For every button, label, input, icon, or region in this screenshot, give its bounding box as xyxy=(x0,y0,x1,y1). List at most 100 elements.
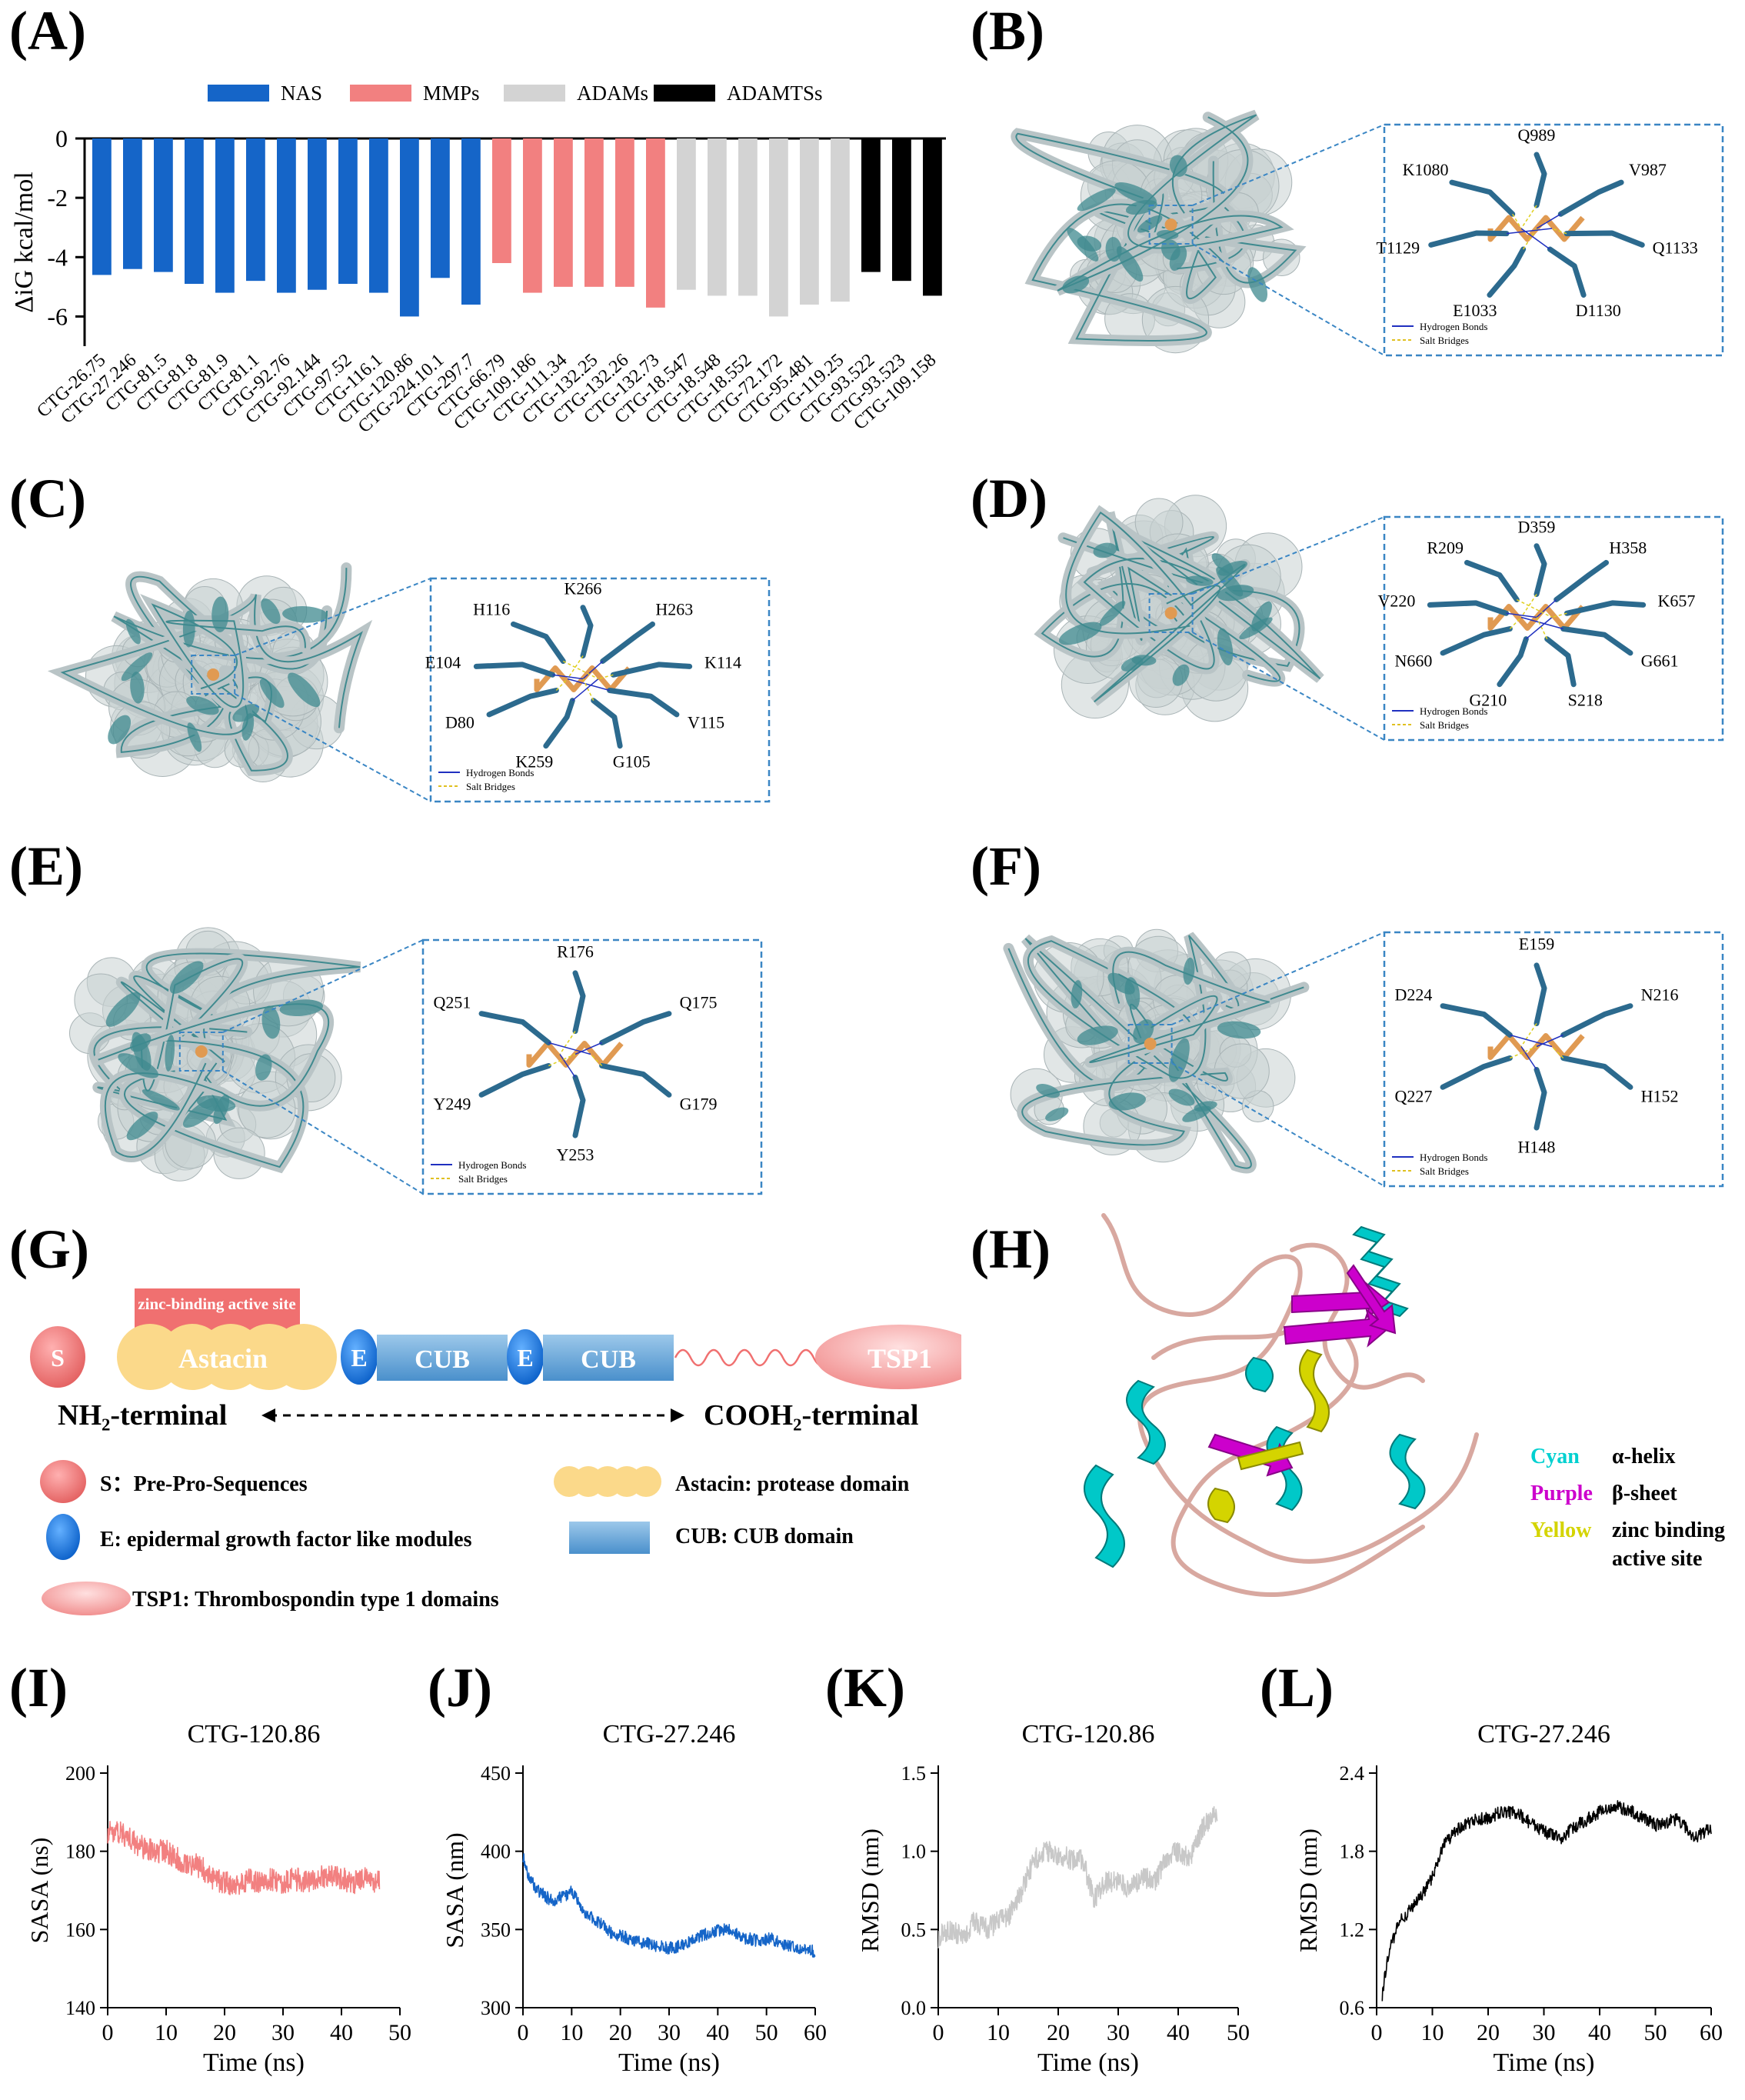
bar xyxy=(923,138,942,296)
residue-sticks xyxy=(543,698,575,749)
interaction-line xyxy=(548,1042,591,1055)
residue-sticks xyxy=(1557,179,1624,217)
ribbon-helix xyxy=(130,672,145,704)
residue-label: Q227 xyxy=(1395,1087,1433,1106)
binding-site-box xyxy=(1127,1024,1173,1064)
residue-sticks xyxy=(1544,636,1577,688)
ribbon-helix xyxy=(1217,585,1254,602)
protein-surface xyxy=(68,927,361,1182)
bar xyxy=(461,138,481,305)
protein-surface xyxy=(1011,109,1307,354)
residue-sticks xyxy=(599,1063,672,1098)
y-tick-label: -6 xyxy=(47,302,68,330)
bar xyxy=(185,138,204,284)
ribbon-loop xyxy=(120,952,361,1063)
ribbon-helix xyxy=(1107,972,1135,995)
series-line xyxy=(937,1805,1218,1948)
legend-astacin-icon xyxy=(554,1466,661,1497)
residue-sticks xyxy=(1464,559,1520,603)
residue-label: D359 xyxy=(1518,518,1556,537)
ribbon-helix xyxy=(1045,1107,1069,1122)
panel-label-j: (J) xyxy=(428,1657,492,1718)
ribbon-loop xyxy=(60,594,364,735)
y-tick-label: 140 xyxy=(65,1997,95,2019)
y-axis-label: RMSD (nm) xyxy=(1294,1828,1322,1952)
residue-sticks xyxy=(1440,626,1513,656)
legend-cub-icon xyxy=(569,1522,650,1554)
ribbon-helix xyxy=(261,1005,281,1039)
bar xyxy=(738,138,758,296)
x-tick-label: 0 xyxy=(102,2020,114,2045)
y-tick-label: 2.4 xyxy=(1340,1762,1365,1785)
e-label-1: E xyxy=(351,1344,367,1372)
zinc-binding-site xyxy=(1207,1348,1330,1524)
interaction-line xyxy=(1520,1046,1537,1070)
legend-sheet-desc: β-sheet xyxy=(1612,1481,1677,1505)
interaction-line xyxy=(555,678,568,692)
protein-surface xyxy=(47,562,373,782)
residue-sticks xyxy=(1440,1055,1513,1090)
y-tick-label: -2 xyxy=(47,184,68,212)
ribbon-helix xyxy=(255,1054,272,1081)
interaction-line xyxy=(1536,1034,1564,1048)
legend-hbond-label: Hydrogen Bonds xyxy=(1420,1152,1487,1163)
x-tick-label: 10 xyxy=(560,2020,583,2045)
callout-line-bottom xyxy=(222,1070,424,1195)
bar xyxy=(708,138,727,296)
bar xyxy=(338,138,358,284)
ligand-sticks xyxy=(1487,215,1585,242)
residue-label: K1080 xyxy=(1403,160,1449,179)
x-tick-label: 30 xyxy=(1533,2020,1556,2045)
residue-label: K657 xyxy=(1658,591,1696,610)
ribbon-helix xyxy=(105,992,141,1027)
bar xyxy=(615,138,634,287)
residue-label: Q989 xyxy=(1518,125,1556,145)
bar xyxy=(523,138,542,293)
y-tick-label: 0.0 xyxy=(901,1997,927,2019)
interaction-line xyxy=(1510,1045,1537,1059)
residue-sticks xyxy=(1560,1003,1633,1038)
x-tick-label: 30 xyxy=(271,2020,295,2045)
bar xyxy=(400,138,419,317)
callout-line-bottom xyxy=(1192,632,1385,741)
legend-helix-desc: α-helix xyxy=(1612,1445,1676,1468)
protein-surface xyxy=(1034,495,1324,722)
callout-box xyxy=(1383,515,1724,742)
interaction-line xyxy=(1506,612,1537,618)
x-tick-label: 20 xyxy=(213,2020,236,2045)
residue-label: G661 xyxy=(1641,652,1679,671)
interaction-line xyxy=(1536,598,1557,618)
nh2-terminal-label: NH₂-terminal xyxy=(58,1399,227,1432)
ribbon-helix xyxy=(261,598,281,625)
panel-label-l: (L) xyxy=(1260,1657,1334,1718)
legend-s-icon xyxy=(40,1460,86,1503)
residue-label: E1033 xyxy=(1453,301,1497,320)
y-tick-label: 400 xyxy=(481,1841,511,1863)
panel-label-b: (B) xyxy=(971,0,1044,62)
interaction-line xyxy=(548,1053,576,1067)
residue-label: Q251 xyxy=(434,993,471,1012)
ribbon-helix xyxy=(1251,601,1272,632)
interaction-line xyxy=(1520,594,1537,618)
interaction-line xyxy=(1516,598,1553,618)
legend-swatch-adamtss xyxy=(654,85,715,102)
coil-ribbon xyxy=(1101,1213,1479,1597)
x-tick-label: 40 xyxy=(1588,2020,1611,2045)
legend-sheet-row: Purple β-sheet xyxy=(1530,1479,1738,1508)
ribbon-helix xyxy=(1217,628,1234,666)
residue-sticks xyxy=(572,970,586,1034)
residue-sticks xyxy=(599,1011,672,1045)
legend-purple-word: Purple xyxy=(1530,1481,1593,1505)
interaction-line xyxy=(1509,616,1522,630)
callout-box xyxy=(429,577,771,803)
ribbon-helix xyxy=(1093,542,1117,558)
ribbon-helix xyxy=(1116,246,1144,282)
residue-sticks xyxy=(478,1063,551,1098)
x-tick-label: 30 xyxy=(658,2020,681,2045)
callout-line-top xyxy=(1192,124,1385,206)
interaction-line xyxy=(1525,616,1553,640)
ribbon-helix xyxy=(187,722,202,752)
callout-box xyxy=(421,938,763,1195)
legend-swatch-adams xyxy=(504,85,565,102)
